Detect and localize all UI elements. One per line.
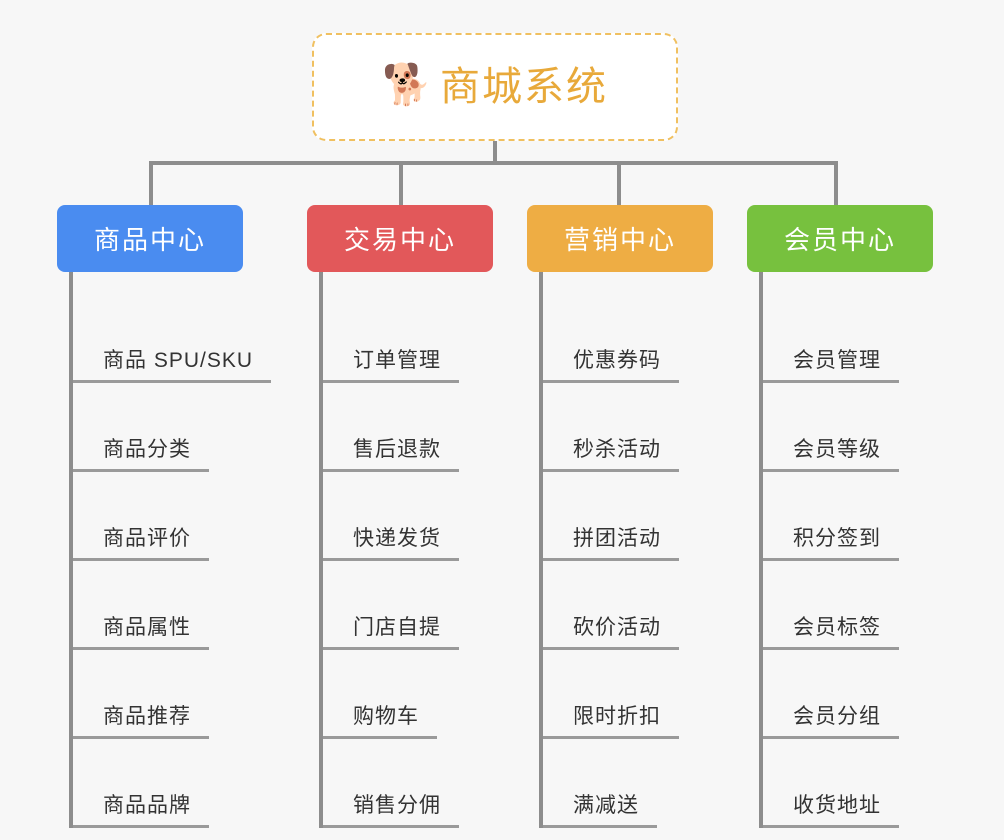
leaf-label: 优惠券码 — [543, 348, 679, 383]
leaf-label: 收货地址 — [763, 793, 899, 828]
leaf-label: 会员管理 — [763, 348, 899, 383]
leaf-label: 秒杀活动 — [543, 437, 679, 472]
list-item[interactable]: 拼团活动 — [543, 472, 713, 561]
list-item[interactable]: 会员管理 — [763, 294, 933, 383]
leaf-label: 拼团活动 — [543, 526, 679, 561]
leaf-label: 商品 SPU/SKU — [73, 348, 272, 383]
list-item[interactable]: 会员分组 — [763, 650, 933, 739]
connector-drop-3 — [617, 161, 621, 205]
root-title: 商城系统 — [440, 65, 608, 109]
connector-horizontal-bus — [149, 161, 838, 165]
category-header-4[interactable]: 会员中心 — [747, 205, 933, 272]
leaf-label: 满减送 — [543, 793, 657, 828]
list-item[interactable]: 会员等级 — [763, 383, 933, 472]
leaf-list-1: 商品 SPU/SKU 商品分类 商品评价 商品属性 商品推荐 商品品牌 — [69, 294, 272, 828]
leaf-label: 商品品牌 — [73, 793, 209, 828]
list-item[interactable]: 售后退款 — [323, 383, 493, 472]
leaf-list-3: 优惠券码 秒杀活动 拼团活动 砍价活动 限时折扣 满减送 — [539, 294, 713, 828]
leaf-label: 商品分类 — [73, 437, 209, 472]
leaf-label: 砍价活动 — [543, 615, 679, 650]
category-header-1[interactable]: 商品中心 — [57, 205, 243, 272]
list-item[interactable]: 优惠券码 — [543, 294, 713, 383]
connector-stub-1 — [69, 272, 73, 294]
list-item[interactable]: 商品评价 — [73, 472, 271, 561]
list-item[interactable]: 销售分佣 — [323, 739, 493, 828]
leaf-label: 会员标签 — [763, 615, 899, 650]
list-item[interactable]: 购物车 — [323, 650, 493, 739]
category-column-1: 商品中心 商品 SPU/SKU 商品分类 商品评价 商品属性 商品推荐 商品品牌 — [57, 205, 272, 828]
category-label: 商品中心 — [93, 225, 206, 255]
leaf-list-2: 订单管理 售后退款 快递发货 门店自提 购物车 销售分佣 — [319, 294, 493, 828]
list-item[interactable]: 商品推荐 — [73, 650, 271, 739]
connector-stub-2 — [319, 272, 323, 294]
leaf-label: 会员等级 — [763, 437, 899, 472]
category-column-4: 会员中心 会员管理 会员等级 积分签到 会员标签 会员分组 收货地址 — [747, 205, 933, 828]
connector-stub-3 — [539, 272, 543, 294]
list-item[interactable]: 砍价活动 — [543, 561, 713, 650]
connector-root-stem — [493, 141, 497, 163]
leaf-label: 门店自提 — [323, 615, 459, 650]
shiba-dog-face-icon: 🐕 — [382, 63, 432, 107]
connector-drop-1 — [149, 161, 153, 205]
category-label: 会员中心 — [783, 225, 896, 255]
leaf-label: 购物车 — [323, 704, 437, 739]
list-item[interactable]: 满减送 — [543, 739, 713, 828]
list-item[interactable]: 秒杀活动 — [543, 383, 713, 472]
list-item[interactable]: 会员标签 — [763, 561, 933, 650]
list-item[interactable]: 商品属性 — [73, 561, 271, 650]
leaf-label: 订单管理 — [323, 348, 459, 383]
category-column-3: 营销中心 优惠券码 秒杀活动 拼团活动 砍价活动 限时折扣 满减送 — [527, 205, 713, 828]
leaf-label: 商品属性 — [73, 615, 209, 650]
list-item[interactable]: 订单管理 — [323, 294, 493, 383]
leaf-label: 限时折扣 — [543, 704, 679, 739]
list-item[interactable]: 积分签到 — [763, 472, 933, 561]
leaf-label: 快递发货 — [323, 526, 459, 561]
leaf-label: 商品评价 — [73, 526, 209, 561]
leaf-label: 积分签到 — [763, 526, 899, 561]
leaf-label: 售后退款 — [323, 437, 459, 472]
leaf-label: 会员分组 — [763, 704, 899, 739]
list-item[interactable]: 快递发货 — [323, 472, 493, 561]
list-item[interactable]: 商品 SPU/SKU — [73, 294, 272, 383]
connector-stub-4 — [759, 272, 763, 294]
category-label: 交易中心 — [343, 225, 456, 255]
root-node[interactable]: 🐕 商城系统 — [312, 33, 678, 141]
list-item[interactable]: 收货地址 — [763, 739, 933, 828]
list-item[interactable]: 门店自提 — [323, 561, 493, 650]
leaf-label: 销售分佣 — [323, 793, 459, 828]
category-header-2[interactable]: 交易中心 — [307, 205, 493, 272]
category-column-2: 交易中心 订单管理 售后退款 快递发货 门店自提 购物车 销售分佣 — [307, 205, 493, 828]
leaf-label: 商品推荐 — [73, 704, 209, 739]
list-item[interactable]: 商品分类 — [73, 383, 271, 472]
leaf-list-4: 会员管理 会员等级 积分签到 会员标签 会员分组 收货地址 — [759, 294, 933, 828]
connector-drop-4 — [834, 161, 838, 205]
list-item[interactable]: 商品品牌 — [73, 739, 271, 828]
list-item[interactable]: 限时折扣 — [543, 650, 713, 739]
connector-drop-2 — [399, 161, 403, 205]
category-header-3[interactable]: 营销中心 — [527, 205, 713, 272]
category-label: 营销中心 — [563, 225, 676, 255]
